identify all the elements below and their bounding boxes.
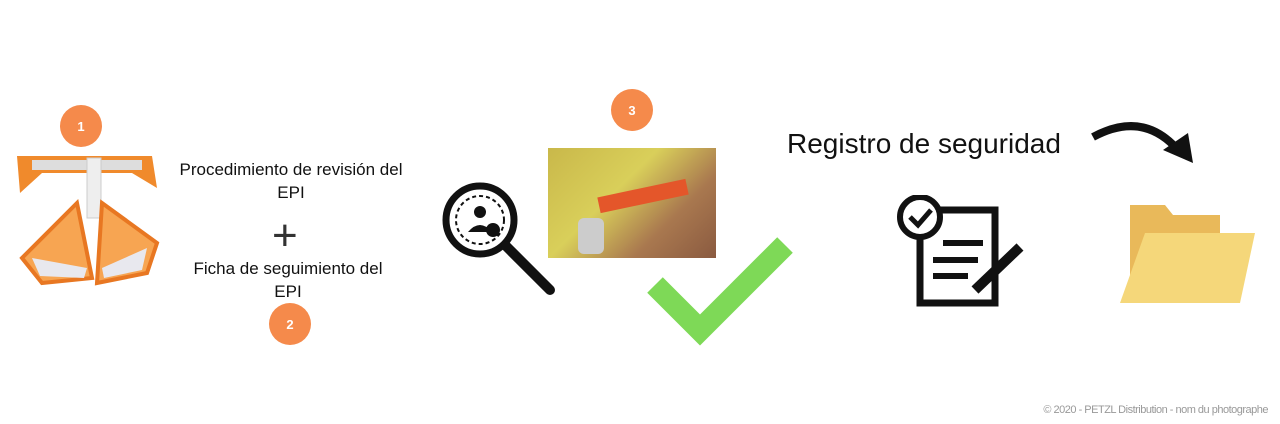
- curved-arrow-icon: [1091, 122, 1193, 163]
- inspection-magnifier-icon: [442, 182, 555, 295]
- step-badge-3: 3: [611, 89, 653, 131]
- procedure-line1: Procedimiento de revisión del: [179, 160, 403, 179]
- harness-image: [17, 156, 160, 286]
- folder-icon: [1120, 205, 1255, 303]
- checkmark-icon: [647, 237, 793, 346]
- safety-record-heading: Registro de seguridad: [787, 128, 1061, 159]
- tracking-line2: EPI: [274, 282, 302, 301]
- plus-symbol: +: [272, 211, 298, 260]
- tracking-line1: Ficha de seguimiento del: [193, 259, 383, 278]
- harness-inspection-photo: [548, 148, 716, 258]
- procedure-line2: EPI: [277, 183, 305, 202]
- step-badge-1: 1: [60, 105, 102, 147]
- checklist-clipboard-icon: [897, 195, 1024, 307]
- copyright-text: © 2020 - PETZL Distribution - nom du pho…: [1043, 404, 1268, 416]
- procedure-text: Procedimiento de revisión del EPI: [160, 158, 422, 204]
- tracking-sheet-text: Ficha de seguimiento del EPI: [170, 257, 406, 303]
- step-badge-2: 2: [269, 303, 311, 345]
